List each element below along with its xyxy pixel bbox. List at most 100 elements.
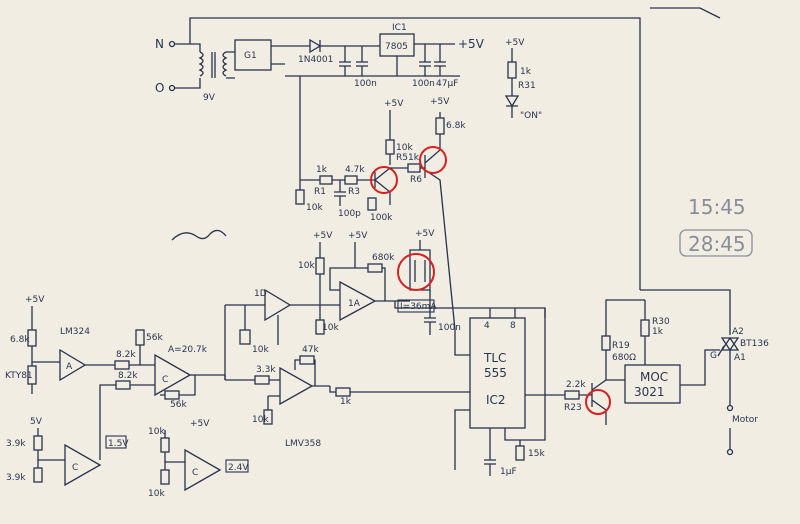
cmp-pot <box>315 257 325 275</box>
fe-r-d <box>164 390 180 400</box>
led-label: "ON" <box>520 111 542 121</box>
input-cap-label: 100n <box>354 79 377 89</box>
detector-r4 <box>407 163 421 173</box>
opamp-set <box>184 448 222 492</box>
timer-555: TLC 555 IC2 4 8 1µF 15k <box>454 308 565 477</box>
detector-r-gnd2 <box>367 197 377 211</box>
timer-r <box>515 445 525 461</box>
sensor-front-end: +5V LM324 6.8k KTY81 A 8.2k 56k C A=20.7… <box>5 295 470 499</box>
opamp-a-label: A <box>66 362 73 372</box>
mains-terminal-n <box>168 40 176 48</box>
out-r-top <box>640 319 650 337</box>
mains-o-label: O <box>155 81 164 95</box>
led-diode <box>504 78 520 118</box>
cmp-pot-value: 10k <box>298 261 315 271</box>
out-r-coll <box>601 335 611 351</box>
transformer-primary <box>198 51 204 77</box>
opamp-1a-label: 1A <box>348 299 361 309</box>
detector-r5 <box>435 117 445 135</box>
fe-r-div1-value: 3.9k <box>6 439 26 449</box>
note-time-1: 15:45 <box>688 195 746 219</box>
detector-r1-ref: R1 <box>314 187 326 197</box>
triac-gate: G <box>710 351 717 361</box>
led-vcc: +5V <box>505 38 525 48</box>
note-box <box>679 229 753 257</box>
regulator-label: 7805 <box>385 42 408 52</box>
detector-r4-ref: R6 <box>410 175 422 185</box>
ic-555 <box>469 317 526 429</box>
cmp-r-gnd <box>239 329 251 345</box>
fe-r-div2-value: 3.9k <box>6 473 26 483</box>
cmp-r-gnd-value: 10k <box>252 345 269 355</box>
opamp-ref-label: C <box>72 463 78 473</box>
fe-sensor-label: KTY81 <box>5 371 33 381</box>
out-r-top-ref: R30 <box>652 317 670 327</box>
fe-r-set2-value: 10k <box>148 489 165 499</box>
detector-cap <box>334 180 346 206</box>
out-r-top-value: 1k <box>652 327 664 337</box>
out-r-base-ref: R23 <box>564 403 582 413</box>
transistor-q2-marked <box>419 146 447 174</box>
bulk-cap <box>339 46 351 76</box>
fe-gain-label: A=20.7k <box>168 345 208 355</box>
detector-r-gnd2-value: 100k <box>370 213 393 223</box>
fe-ref-top: 5V <box>30 417 43 427</box>
fe-ref2-box <box>225 459 249 473</box>
led-resistor <box>507 61 517 79</box>
handwritten-notes: 15:45 28:45 <box>171 195 753 257</box>
opto-name2: 3021 <box>634 385 665 399</box>
fe-r-div2 <box>33 467 43 483</box>
transformer-voltage: 9V <box>203 93 216 103</box>
fe-r-div1 <box>33 435 43 451</box>
cmp-cap <box>424 290 436 335</box>
fe-r-d-value: 56k <box>170 400 187 410</box>
mains-n-label: N <box>155 37 164 51</box>
out-r-base <box>564 390 580 400</box>
cmp-r-low <box>315 319 325 335</box>
fe-r-top-value: 6.8k <box>10 335 30 345</box>
fe-r-b-value: 56k <box>146 333 163 343</box>
triac-a1: A1 <box>734 353 746 363</box>
supply-5v-label: +5V <box>458 37 485 51</box>
fe-r-e <box>254 375 270 385</box>
cmp-vcc1: +5V <box>313 231 333 241</box>
reed-current-box <box>397 299 435 313</box>
opamp-lmv358 <box>279 366 314 406</box>
timer-r-value: 15k <box>528 449 545 459</box>
opto-name: MOC <box>640 370 668 384</box>
triac-bt136 <box>717 336 740 405</box>
electrolytic-cap-label: 47µF <box>436 79 458 89</box>
fe-r-h <box>335 387 351 397</box>
led-resistor-ref: R31 <box>518 81 536 91</box>
fe-r-f <box>299 355 315 365</box>
detector-cap-value: 100p <box>338 209 361 219</box>
detector-stage: 1k R1 4.7k R3 10k 100p +5V 10k R5 100k 1… <box>295 76 466 331</box>
cmp-feedback-r <box>367 263 383 273</box>
detector-r3 <box>385 139 395 155</box>
electrolytic-cap <box>434 44 446 76</box>
cmp-r-low-value: 10k <box>322 323 339 333</box>
opamp-1d-label: 1D <box>254 289 267 299</box>
reed-switch-marked <box>397 253 435 291</box>
cmp-feedback-value: 680k <box>372 253 395 263</box>
detector-r3-value: 10k <box>396 143 413 153</box>
output-stage: 2.2k R23 680Ω R19 MOC 3021 1k R30 BT136 … <box>564 289 769 456</box>
detector-r3-ref: R5 <box>396 153 408 163</box>
cmp-vcc2: +5V <box>348 231 368 241</box>
fe-ref-box <box>105 435 127 449</box>
detector-vcc2: +5V <box>430 97 450 107</box>
fe-r-c-value: 8.2k <box>118 371 138 381</box>
fe-r-b <box>135 329 145 346</box>
bridge-rectifier <box>234 39 272 71</box>
motor-terminal-1 <box>726 404 734 412</box>
detector-r1 <box>319 175 333 185</box>
detector-r1-value: 1k <box>316 165 328 175</box>
timer-cap-value: 1µF <box>500 467 517 477</box>
transistor-q1-marked <box>370 166 398 194</box>
fe-r-e-value: 3.3k <box>256 365 276 375</box>
detector-r-gnd1-value: 10k <box>306 203 323 213</box>
out-r-coll-value: 680Ω <box>612 353 636 363</box>
motor-terminal-2 <box>726 448 734 456</box>
out-r-coll-ref: R19 <box>612 341 630 351</box>
